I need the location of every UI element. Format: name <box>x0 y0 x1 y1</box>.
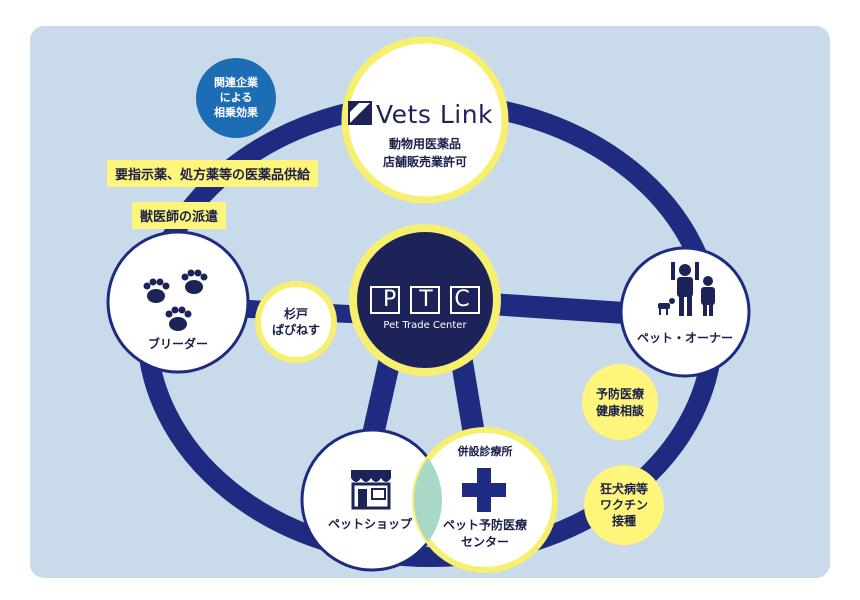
vets-link-line2: 店舗販売業許可 <box>382 155 467 169</box>
related-companies-badge <box>196 58 276 138</box>
vets-link-node <box>341 36 509 204</box>
vaccine-line1: 狂犬病等 <box>599 482 648 496</box>
prevention-line1: 予防医療 <box>595 387 644 401</box>
vets-link-line1: 動物用医薬品 <box>388 137 461 151</box>
vets-link-logo-text: Vets Link <box>376 100 494 129</box>
badge-line3: 相乗効果 <box>214 106 258 119</box>
ptc-letters: PTC <box>383 287 493 312</box>
overlap-lens-fill <box>421 458 435 542</box>
ptc-box-t <box>410 286 440 314</box>
clinic-line2: センター <box>460 535 509 549</box>
paw-icon <box>143 278 170 303</box>
vaccine-line3: 接種 <box>611 514 636 528</box>
supply-banner: 要指示薬、処方薬等の医薬品供給 <box>107 160 319 187</box>
paw-icon <box>165 306 192 331</box>
sugito-line1: 杉戸 <box>283 307 308 321</box>
vaccine-badge <box>584 465 664 545</box>
badge-line1: 関連企業 <box>214 76 258 89</box>
shop-icon <box>351 470 391 510</box>
dispatch-banner: 獣医師の派遣 <box>132 202 227 229</box>
sugito-line2: ぱぴねす <box>271 323 320 337</box>
sugito-node <box>255 281 337 363</box>
clinic-header: 併設診療所 <box>457 445 513 458</box>
badge-line2: による <box>219 91 253 104</box>
prevention-badge <box>582 364 658 440</box>
ptc-box-p <box>370 286 400 314</box>
vets-link-logo-icon <box>348 101 372 125</box>
ptc-subtitle: Pet Trade Center <box>383 320 467 331</box>
ptc-node <box>349 224 501 376</box>
medical-cross-icon <box>462 468 506 512</box>
pet-owner-label: ペット・オーナー <box>636 331 733 345</box>
vaccine-line2: ワクチン <box>599 498 648 512</box>
pet-shop-label: ペットショップ <box>327 517 412 531</box>
paw-icon <box>181 269 208 294</box>
breeder-label: ブリーダー <box>147 337 208 351</box>
clinic-line1: ペット予防医療 <box>442 518 527 532</box>
prevention-line2: 健康相談 <box>595 404 644 418</box>
ptc-box-c <box>450 286 480 314</box>
breeder-node <box>106 230 250 374</box>
family-icon <box>658 262 715 316</box>
pet-owner-node <box>619 246 751 378</box>
